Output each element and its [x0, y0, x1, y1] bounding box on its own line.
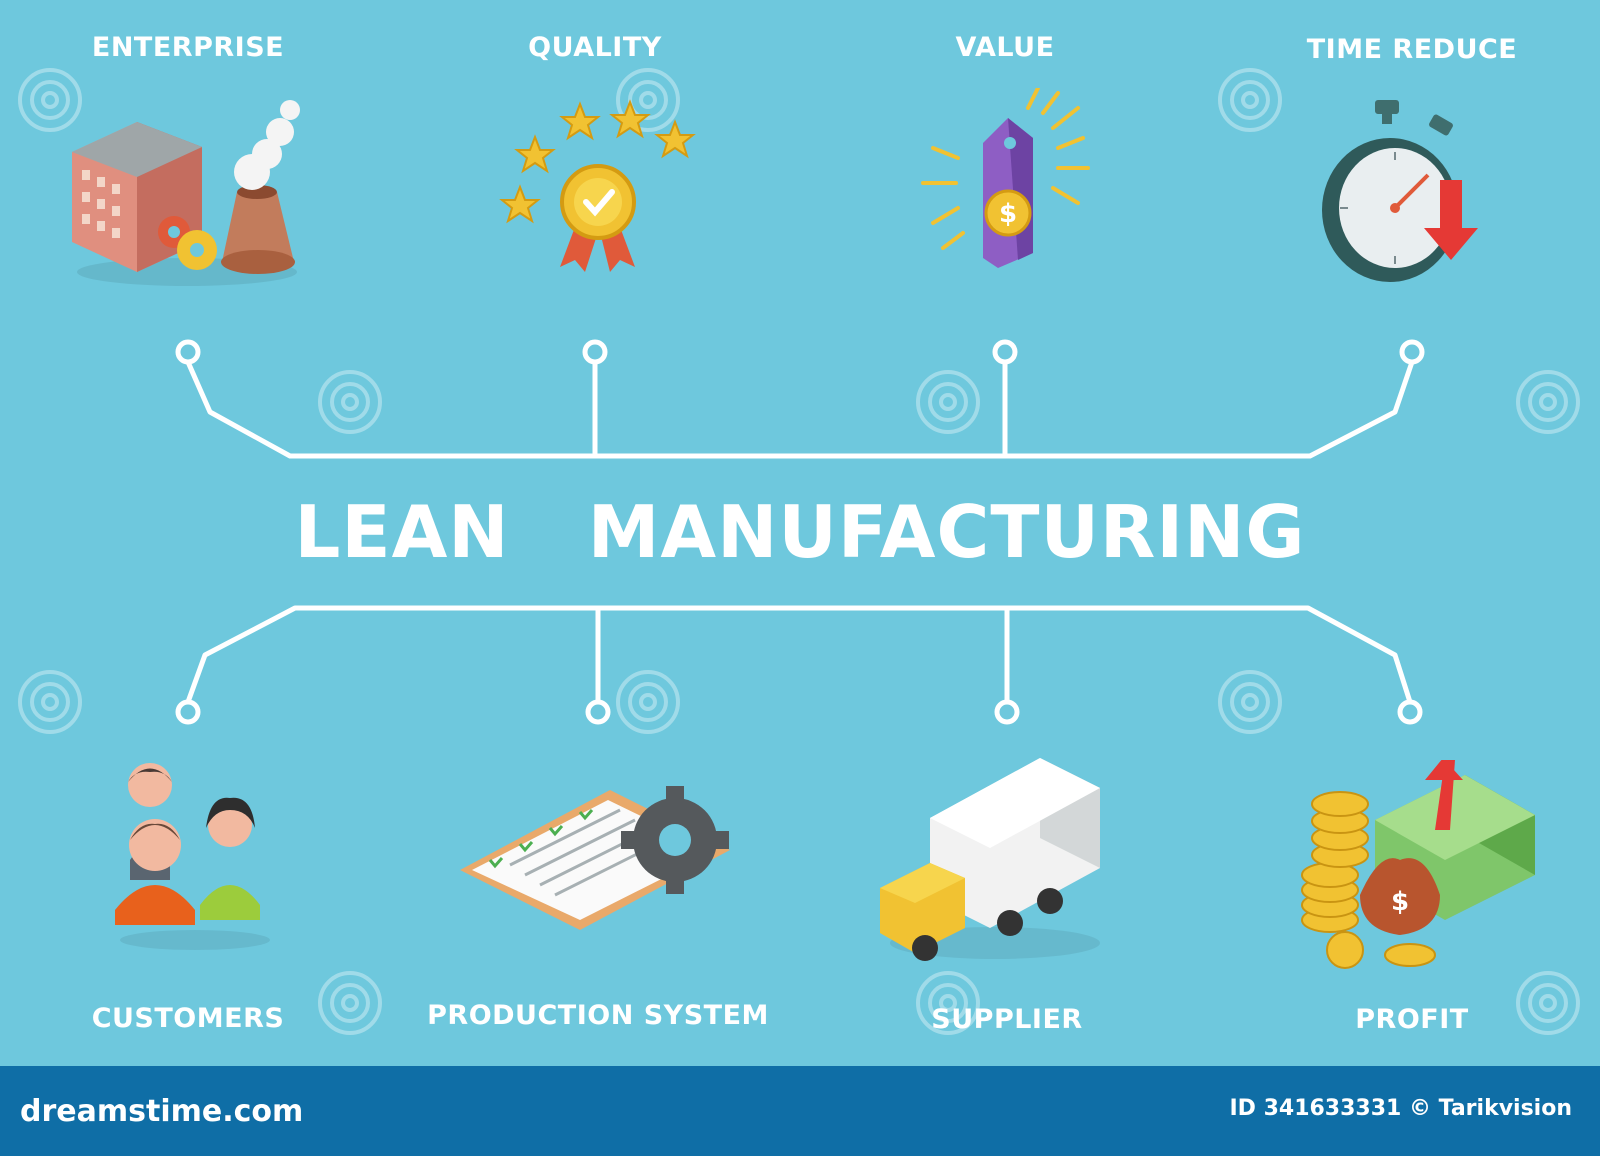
svg-text:$: $: [999, 199, 1017, 229]
node-bottom-4: [1397, 699, 1423, 725]
connector-bottom-1: [185, 605, 1413, 703]
label-profit: PROFIT: [1355, 1004, 1469, 1035]
label-customers: CUSTOMERS: [91, 1003, 285, 1034]
truck-icon: [880, 758, 1100, 961]
label-time-reduce: TIME REDUCE: [1306, 34, 1518, 65]
main-title: LEAN MANUFACTURING: [294, 490, 1306, 574]
node-top-2: [582, 339, 608, 365]
label-value: VALUE: [955, 32, 1055, 63]
stopwatch-icon: [1322, 100, 1478, 282]
footer-bar: dreamstime.com ID 341633331 © Tarikvisio…: [0, 1066, 1600, 1156]
label-production-system: PRODUCTION SYSTEM: [427, 1000, 769, 1031]
node-bottom-2: [585, 699, 611, 725]
quality-badge-icon: [499, 99, 696, 272]
connector-lines: [175, 339, 1425, 725]
money-profit-icon: $: [1301, 760, 1535, 969]
people-icon: [115, 763, 270, 950]
node-bottom-3: [994, 699, 1020, 725]
footer-image-id: ID 341633331 © Tarikvision: [1229, 1096, 1572, 1121]
checklist-gear-icon: [460, 786, 730, 930]
label-supplier: SUPPLIER: [931, 1004, 1083, 1035]
watermark-pattern: [18, 68, 1580, 1035]
svg-text:$: $: [1391, 887, 1409, 917]
footer-site-link[interactable]: dreamstime.com: [20, 1094, 304, 1129]
factory-icon: [72, 100, 300, 286]
price-tag-icon: $: [921, 88, 1090, 268]
label-enterprise: ENTERPRISE: [91, 32, 285, 63]
node-top-1: [175, 339, 201, 365]
node-top-4: [1399, 339, 1425, 365]
connector-top-1: [185, 360, 1415, 459]
label-quality: QUALITY: [528, 32, 662, 63]
node-top-3: [992, 339, 1018, 365]
node-bottom-1: [175, 699, 201, 725]
